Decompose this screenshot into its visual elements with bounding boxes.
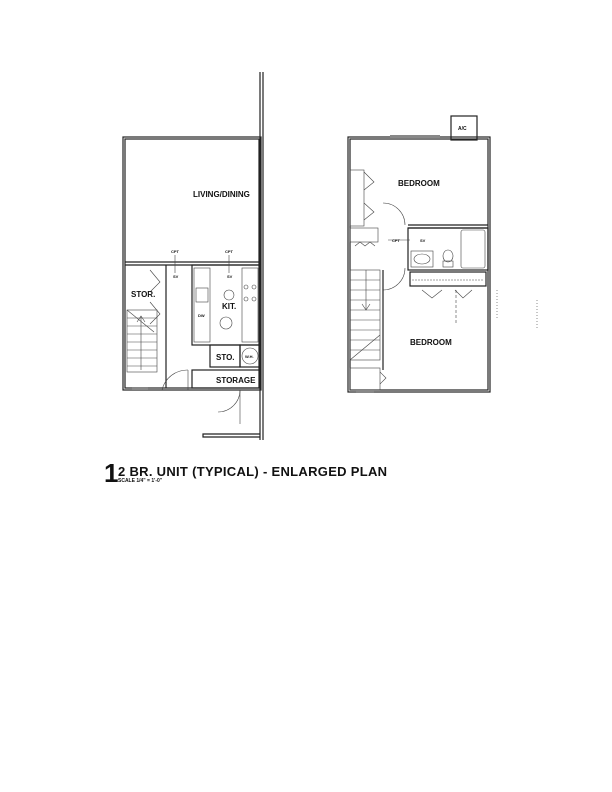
cpt-label: CPT — [392, 238, 401, 243]
room-label-living-dining: LIVING/DINING — [193, 190, 250, 199]
room-label-bedroom: BEDROOM — [410, 338, 452, 347]
toilet-icon — [442, 249, 454, 263]
window — [356, 390, 374, 393]
ac-unit-label: A/C — [458, 126, 467, 132]
room-label-bedroom: BEDROOM — [398, 179, 440, 188]
sv-label: SV — [420, 238, 426, 243]
drawing-title: 2 BR. UNIT (TYPICAL) - ENLARGED PLAN — [118, 464, 388, 479]
sink-icon — [413, 253, 431, 265]
stair — [126, 309, 158, 373]
room-label-stor: STOR. — [131, 290, 155, 299]
window — [132, 387, 148, 390]
sv-label: SV — [227, 274, 233, 279]
cpt-label: CPT — [171, 249, 180, 254]
second-floor-plan: A/C — [347, 115, 538, 393]
wh-label: W.H. — [245, 354, 254, 359]
drawing-number: 1 — [104, 458, 119, 488]
sink-icon — [195, 287, 209, 303]
cpt-label: CPT — [225, 249, 234, 254]
fire-extinguisher-icon — [223, 289, 235, 301]
bathtub-icon — [460, 229, 486, 269]
drawing-scale: SCALE 1/4" = 1'-0" — [118, 478, 163, 484]
sv-label: SV — [173, 274, 179, 279]
room-label-storage: STORAGE — [216, 376, 256, 385]
room-label-kit: KIT. — [222, 302, 236, 311]
water-heater-icon — [241, 347, 259, 365]
stair — [349, 269, 381, 361]
dw-label: DW — [198, 313, 205, 318]
window — [390, 135, 440, 138]
room-label-sto: STO. — [216, 353, 235, 362]
appliance-tag — [219, 316, 233, 330]
first-floor-plan: LIVING/DINING CPT SV CPT SV STOR. KIT. D… — [122, 72, 264, 440]
